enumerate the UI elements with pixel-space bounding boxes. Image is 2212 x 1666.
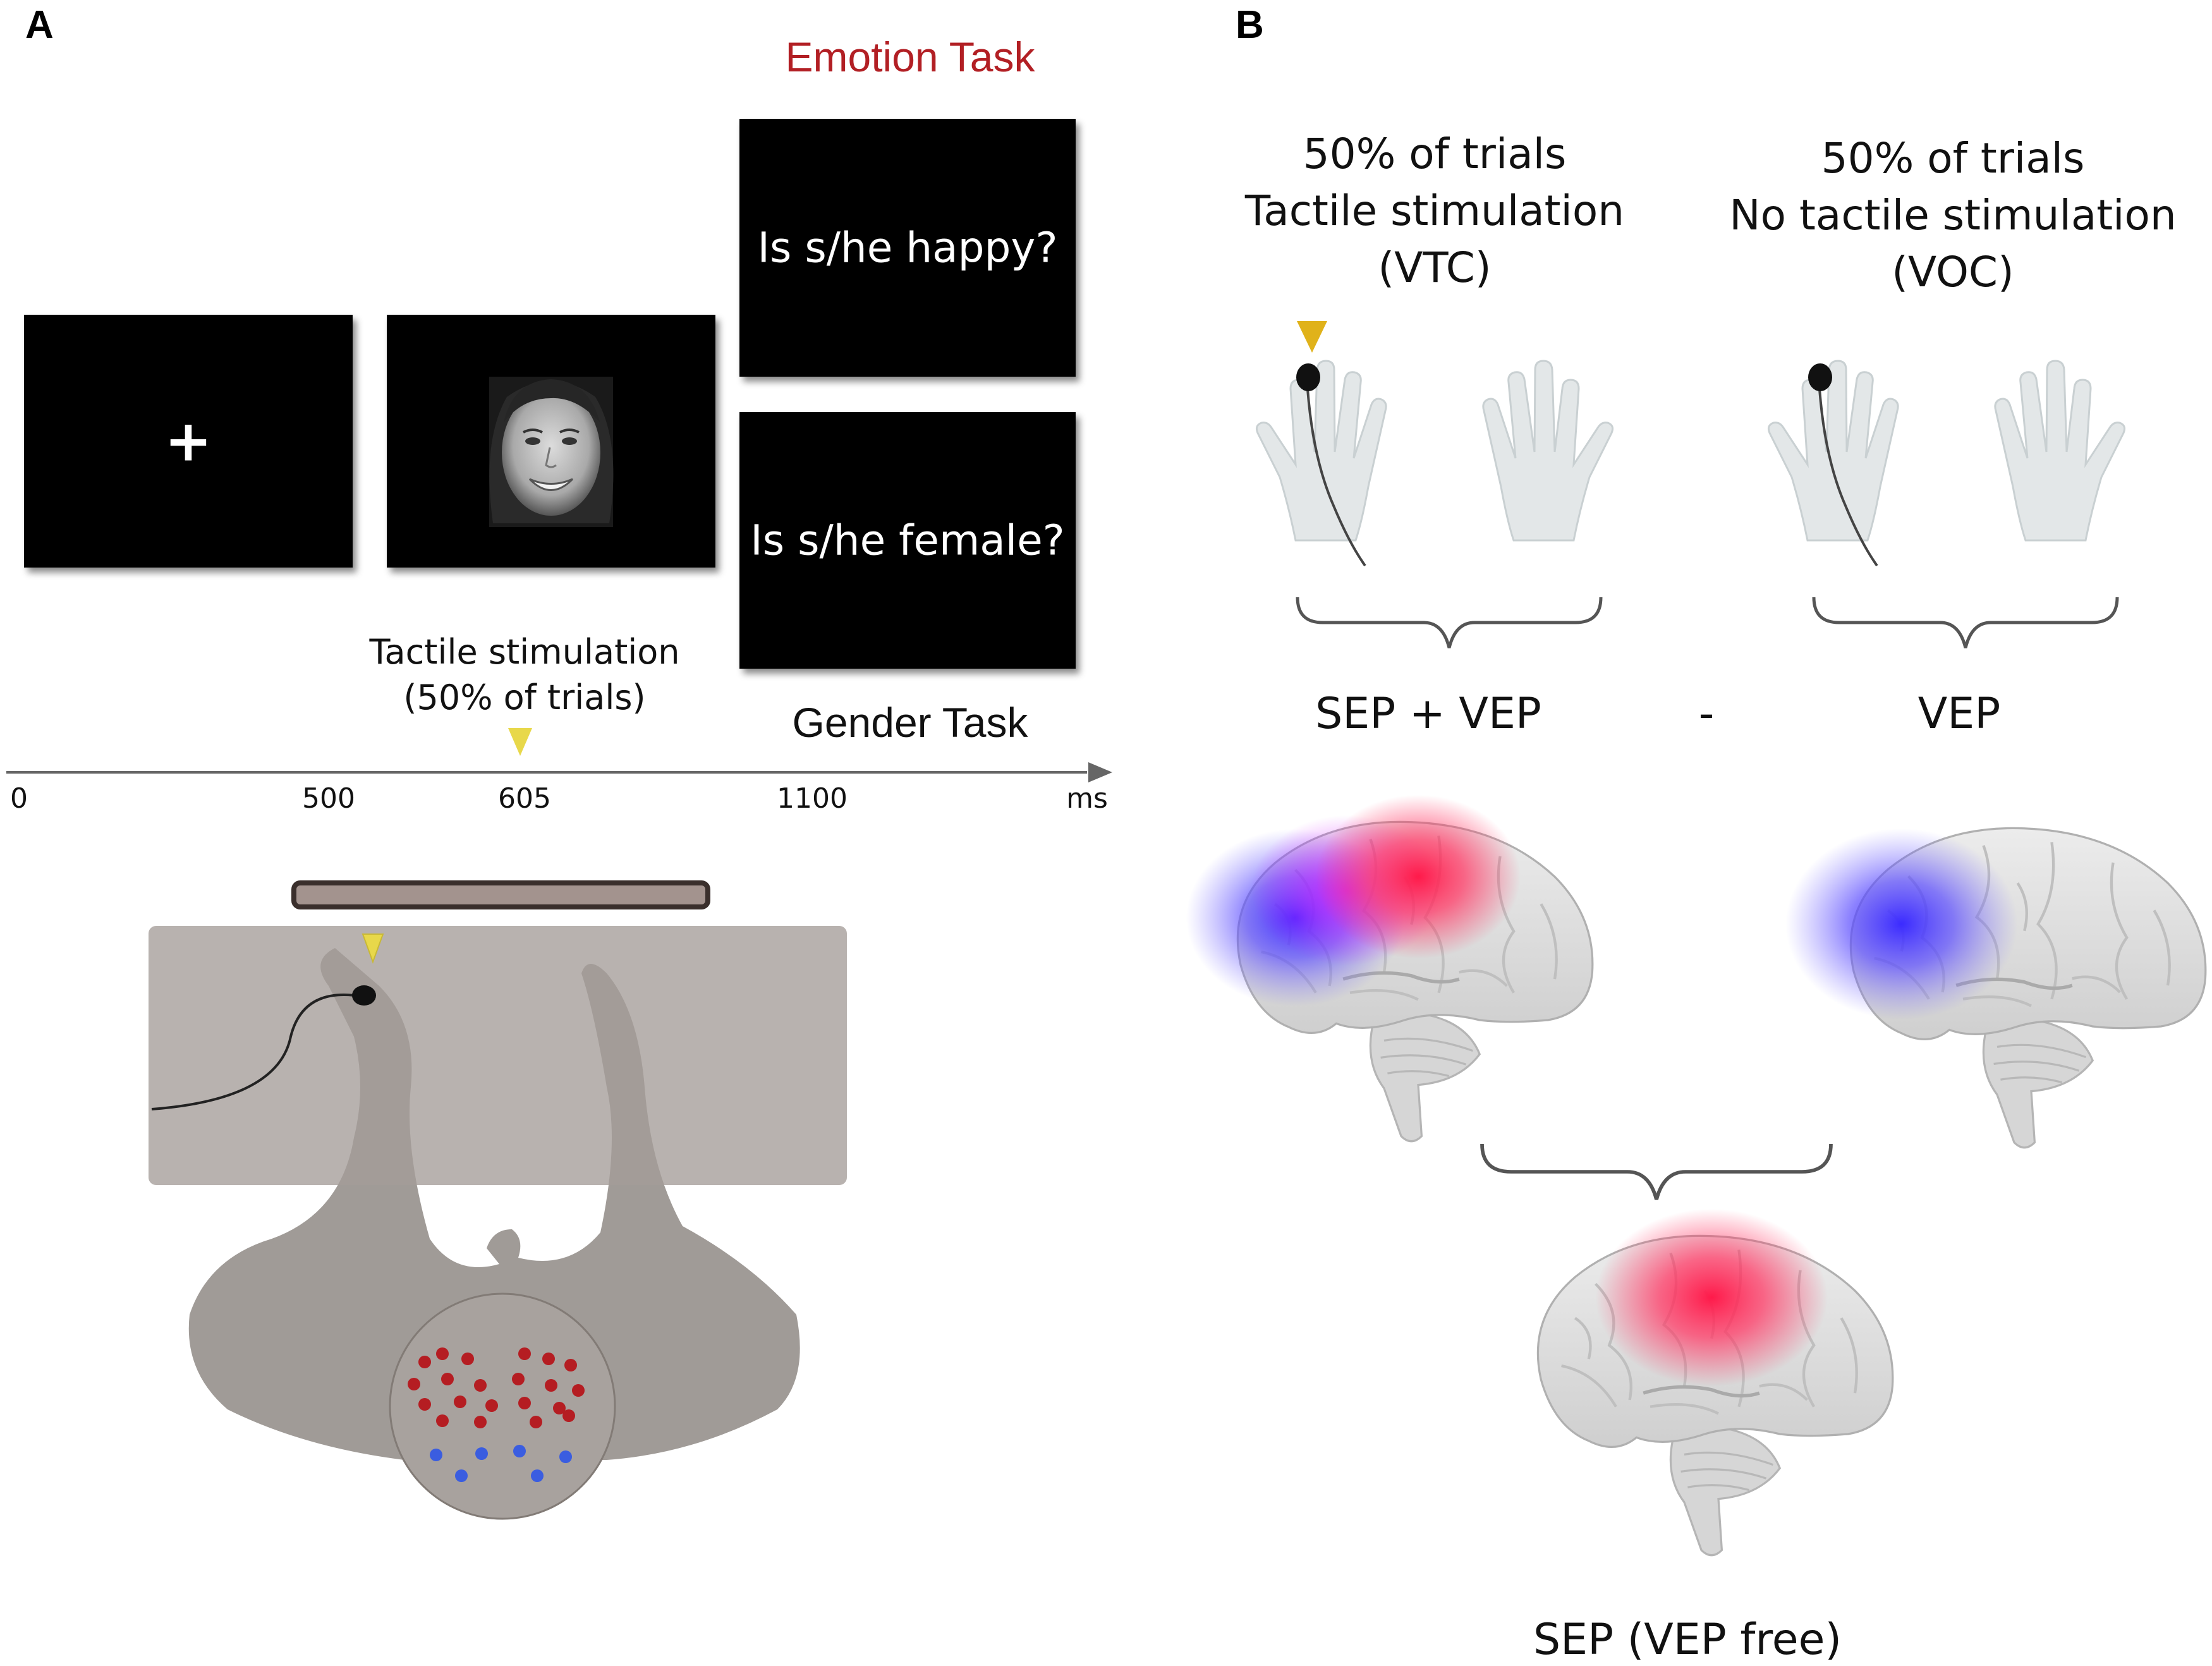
vtc-abbreviation: (VTC) [1378, 243, 1492, 292]
vtc-proportion: 50% of trials [1303, 130, 1567, 178]
face-stimulus-screen [387, 315, 715, 568]
minus-operator: - [1698, 689, 1715, 739]
emotion-question-text: Is s/he happy? [757, 223, 1058, 272]
tactile-stimulus-marker [508, 728, 532, 756]
setup-stimulus-marker [362, 933, 384, 964]
timeline-tick-500: 500 [302, 782, 355, 815]
voc-brace [1814, 597, 2117, 648]
brain-sep-vep-free [1538, 1208, 1892, 1555]
tactile-stimulator [352, 985, 376, 1006]
eeg-electrodes-blue [430, 1445, 572, 1482]
vtc-condition: Tactile stimulation [1244, 186, 1625, 235]
subtraction-brace [1482, 1144, 1831, 1200]
gender-task-title: Gender Task [792, 699, 1028, 746]
emotion-question-screen: Is s/he happy? [739, 119, 1076, 377]
voc-proportion: 50% of trials [1821, 134, 2085, 183]
sep-vep-free-label: SEP (VEP free) [1533, 1615, 1842, 1665]
voc-hands-illustration [1767, 360, 2126, 567]
sep-plus-vep-label: SEP + VEP [1315, 689, 1541, 739]
fixation-screen: + [24, 315, 353, 568]
monitor-bar [291, 880, 710, 909]
emotion-task-title: Emotion Task [785, 33, 1035, 80]
gender-question-text: Is s/he female? [750, 516, 1065, 565]
brain-sep-vep [1186, 794, 1593, 1141]
brain-vep [1785, 828, 2206, 1147]
vtc-brace [1297, 597, 1601, 648]
vtc-hands-illustration [1255, 321, 1614, 567]
panel-a-label: A [25, 3, 54, 47]
gender-question-screen: Is s/he female? [739, 412, 1076, 669]
timeline-tick-1100: 1100 [777, 782, 848, 815]
face-stimulus-image [489, 377, 614, 527]
participant-setup-illustration [149, 880, 847, 1520]
participant-body [188, 948, 800, 1460]
timeline-unit: ms [1066, 782, 1108, 815]
timeline-arrowhead [1088, 762, 1112, 782]
eeg-electrodes-red [408, 1347, 585, 1428]
stimulator-cable [151, 994, 364, 1110]
desk-surface [149, 926, 847, 1185]
tactile-stimulation-proportion: (50% of trials) [403, 678, 646, 717]
tactile-stimulation-label: Tactile stimulation [369, 632, 680, 672]
vtc-stimulus-marker [1297, 321, 1327, 353]
panel-b-label: B [1236, 3, 1264, 47]
timeline-tick-0: 0 [10, 782, 28, 815]
vep-label: VEP [1917, 689, 2001, 739]
fixation-cross: + [164, 408, 212, 475]
voc-condition: No tactile stimulation [1729, 191, 2177, 240]
voc-abbreviation: (VOC) [1892, 248, 2014, 296]
timeline-tick-605: 605 [498, 782, 551, 815]
